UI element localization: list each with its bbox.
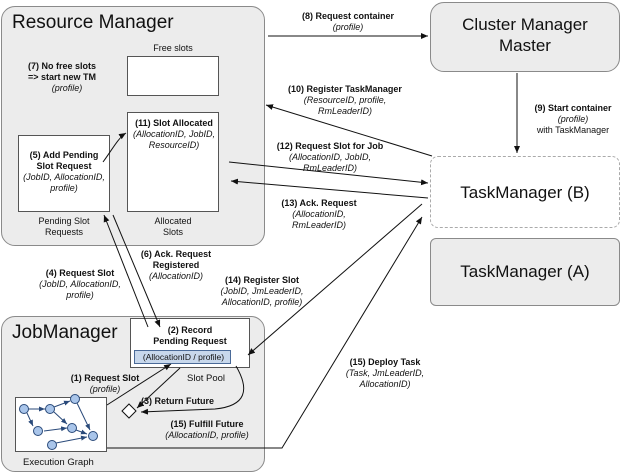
- label-14-register-slot: (14) Register Slot (JobID, JmLeaderID, A…: [220, 275, 304, 307]
- label-4-request-slot: (4) Request Slot (JobID, AllocationID, p…: [39, 268, 121, 300]
- label-2-record-pending-request: (2) Record Pending Request: [153, 325, 227, 346]
- jobmanager-title: JobManager: [12, 322, 118, 343]
- graph-edge: [43, 426, 68, 432]
- arrow-3-return-future: [136, 367, 181, 409]
- graph-node: [67, 423, 77, 433]
- allocated-slots-caption: Allocated Slots: [154, 216, 192, 237]
- label-12-request-slot-for-job: (12) Request Slot for Job (AllocationID,…: [276, 141, 384, 173]
- graph-node: [33, 426, 43, 436]
- free-slots-box: [127, 56, 219, 96]
- taskmanager-a-title: TaskManager (A): [460, 262, 590, 281]
- pending-slot-requests-box: [18, 135, 110, 212]
- label-5-add-pending: (5) Add Pending Slot Request (JobID, All…: [23, 150, 105, 193]
- arrow-12-request-slot-for-job: [228, 161, 429, 186]
- arrow-10-register-taskmanager: [265, 104, 433, 157]
- allocation-profile-box: [134, 350, 231, 364]
- execution-graph-caption: Execution Graph: [23, 457, 94, 468]
- arrow-1-request-slot: [106, 363, 172, 406]
- label-6-ack-request-registered: (6) Ack. Request Registered (AllocationI…: [140, 249, 212, 281]
- label-11-slot-allocated: (11) Slot Allocated (AllocationID, JobID…: [132, 118, 216, 150]
- label-15-deploy-task: (15) Deploy Task (Task, JmLeaderID, Allo…: [345, 357, 425, 389]
- label-13-ack-request: (13) Ack. Request (AllocationID, RmLeade…: [281, 198, 357, 230]
- pending-slot-requests-caption: Pending Slot Requests: [38, 216, 90, 237]
- graph-edge: [53, 411, 68, 425]
- future-diamond-icon: [121, 403, 137, 419]
- cluster-manager-master-title: Cluster Manager Master: [462, 15, 588, 55]
- label-15-fulfill-future: (15) Fulfill Future (AllocationID, profi…: [165, 419, 249, 440]
- graph-edge: [75, 429, 88, 435]
- label-1-request-slot: (1) Request Slot (profile): [70, 373, 140, 394]
- arrow-13-ack-request: [230, 178, 429, 199]
- arrow-14-register-slot: [247, 203, 423, 356]
- arrow-15-fulfill-future: [140, 365, 245, 415]
- allocation-profile-label: (AllocationID / profile): [142, 352, 225, 362]
- label-10-register-taskmanager: (10) Register TaskManager (ResourceID, p…: [288, 84, 402, 116]
- graph-node: [45, 404, 55, 414]
- graph-node: [70, 394, 80, 404]
- arrow-4-request-slot: [103, 214, 149, 328]
- graph-node: [19, 404, 29, 414]
- arrow-6-ack-request-registered: [112, 214, 161, 328]
- cluster-manager-master-box: [430, 2, 620, 72]
- label-3-return-future: (3) Return Future: [141, 396, 214, 406]
- graph-edge: [76, 402, 91, 431]
- label-8-request-container: (8) Request container (profile): [301, 11, 395, 32]
- graph-node: [88, 431, 98, 441]
- arrow-15-deploy-task: [107, 216, 423, 449]
- slot-pool-caption: Slot Pool: [187, 373, 226, 384]
- graph-node: [47, 440, 57, 450]
- graph-edge: [26, 412, 34, 427]
- free-slots-caption: Free slots: [153, 43, 193, 53]
- label-7-no-free-slots: (7) No free slots => start new TM (profi…: [28, 61, 97, 93]
- graph-edge: [55, 435, 88, 444]
- taskmanager-b-title: TaskManager (B): [460, 183, 590, 202]
- allocated-slots-box: [127, 112, 219, 212]
- resource-manager-title: Resource Manager: [12, 12, 174, 33]
- arrow-11-slot-allocated: [102, 132, 127, 163]
- graph-edge: [53, 400, 71, 408]
- taskmanager-b-box: [430, 156, 620, 228]
- label-9-start-container: (9) Start container (profile) with TaskM…: [534, 103, 612, 135]
- taskmanager-a-box: [430, 238, 620, 306]
